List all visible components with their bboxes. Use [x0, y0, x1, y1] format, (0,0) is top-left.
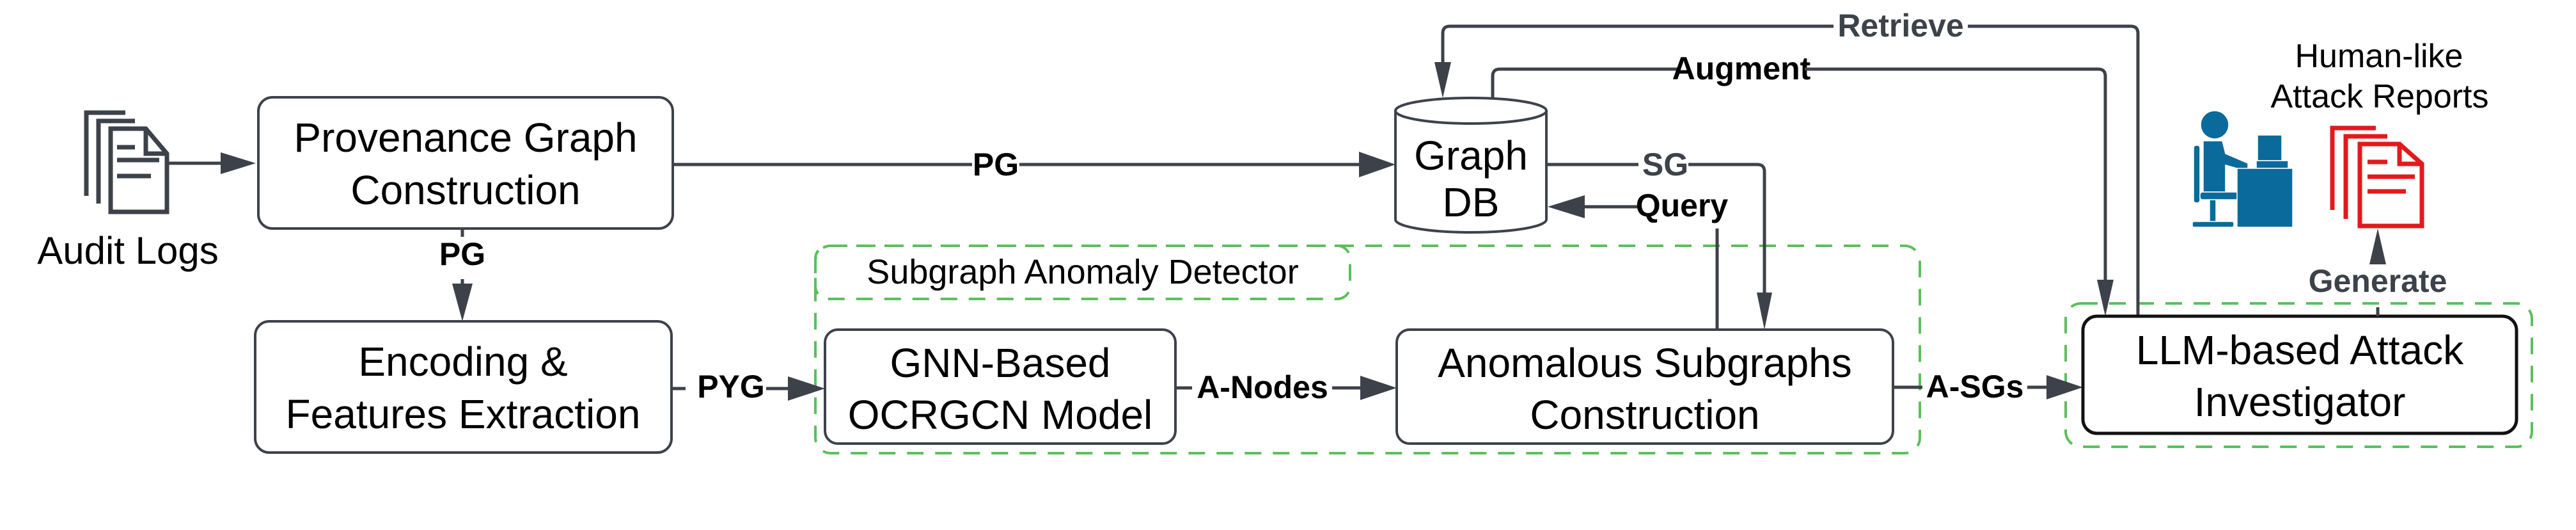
node-label-line2: DB [1443, 179, 1500, 225]
llm-investigator-group [2064, 302, 2533, 448]
edge-label-retrieve: Retrieve [1837, 8, 1963, 44]
reports-label-line1: Human-like [2295, 38, 2463, 75]
arrowhead [1359, 152, 1395, 177]
node-label-line1: Encoding & [358, 339, 567, 385]
edge-llm-retrieve-right [1968, 24, 2140, 316]
person-at-desk-icon [2192, 110, 2293, 228]
node-llm-attack-investigator[interactable]: LLM-based Attack Investigator [2081, 314, 2518, 435]
node-gnn-ocrgcn-model[interactable]: GNN-Based OCRGCN Model [824, 328, 1177, 445]
arrowhead [788, 376, 825, 401]
database-cylinder-icon [1394, 111, 1548, 234]
edge-db-augment-left [1491, 67, 1678, 98]
edge-db-augment-right [1805, 67, 2107, 282]
node-anomalous-subgraphs-construction[interactable]: Anomalous Subgraphs Construction [1395, 328, 1894, 445]
node-label-line1: LLM-based Attack [2136, 327, 2464, 373]
arrowhead [221, 152, 256, 174]
edge-label-pg-down: PG [439, 236, 485, 272]
arrowhead [452, 284, 473, 321]
node-encoding-features-extraction[interactable]: Encoding & Features Extraction [254, 320, 673, 454]
arrowhead [1360, 376, 1397, 400]
arrowhead [1434, 62, 1451, 98]
edge-llm-retrieve-left [1441, 24, 1834, 70]
node-graph-db[interactable]: Graph DB [1394, 97, 1548, 234]
reports-label-line2: Attack Reports [2270, 78, 2488, 115]
arrowhead [1757, 293, 1772, 330]
node-label-line1: GNN-Based [890, 340, 1111, 386]
node-provenance-graph-construction[interactable]: Provenance Graph Construction [257, 96, 674, 230]
edge-label-query: Query [1636, 188, 1729, 223]
arrowhead [2097, 280, 2114, 316]
arrowhead [1548, 195, 1585, 218]
document-stack-icon [84, 110, 169, 214]
edge-label-a-nodes: A-Nodes [1197, 369, 1328, 405]
subgraph-anomaly-detector-label: Subgraph Anomaly Detector [867, 253, 1298, 291]
edge-label-pyg: PYG [697, 369, 765, 405]
node-label-line2: Construction [350, 167, 580, 213]
arrowhead [2369, 229, 2386, 264]
node-label-line2: Investigator [2194, 379, 2406, 425]
node-label-line1: Graph [1414, 132, 1528, 179]
edge-db-to-anomalous [1688, 163, 1766, 301]
edge-label-a-sgs: A-SGs [1926, 369, 2024, 405]
subgraph-anomaly-detector-group [814, 245, 1921, 454]
audit-logs-label: Audit Logs [37, 229, 219, 272]
subgraph-anomaly-detector-label-box [814, 245, 1351, 300]
edge-label-sg: SG [1642, 147, 1688, 182]
node-label-line2: Features Extraction [286, 391, 641, 437]
edge-label-pg: PG [973, 147, 1019, 182]
edge-label-augment: Augment [1672, 51, 1811, 86]
node-label-line2: OCRGCN Model [848, 392, 1153, 438]
red-document-stack-icon [2330, 125, 2424, 229]
arrowhead [2046, 375, 2083, 399]
node-label-line1: Provenance Graph [294, 115, 637, 161]
node-label-line1: Anomalous Subgraphs [1438, 340, 1852, 386]
node-label-line2: Construction [1530, 392, 1759, 438]
edge-label-generate: Generate [2309, 263, 2447, 299]
